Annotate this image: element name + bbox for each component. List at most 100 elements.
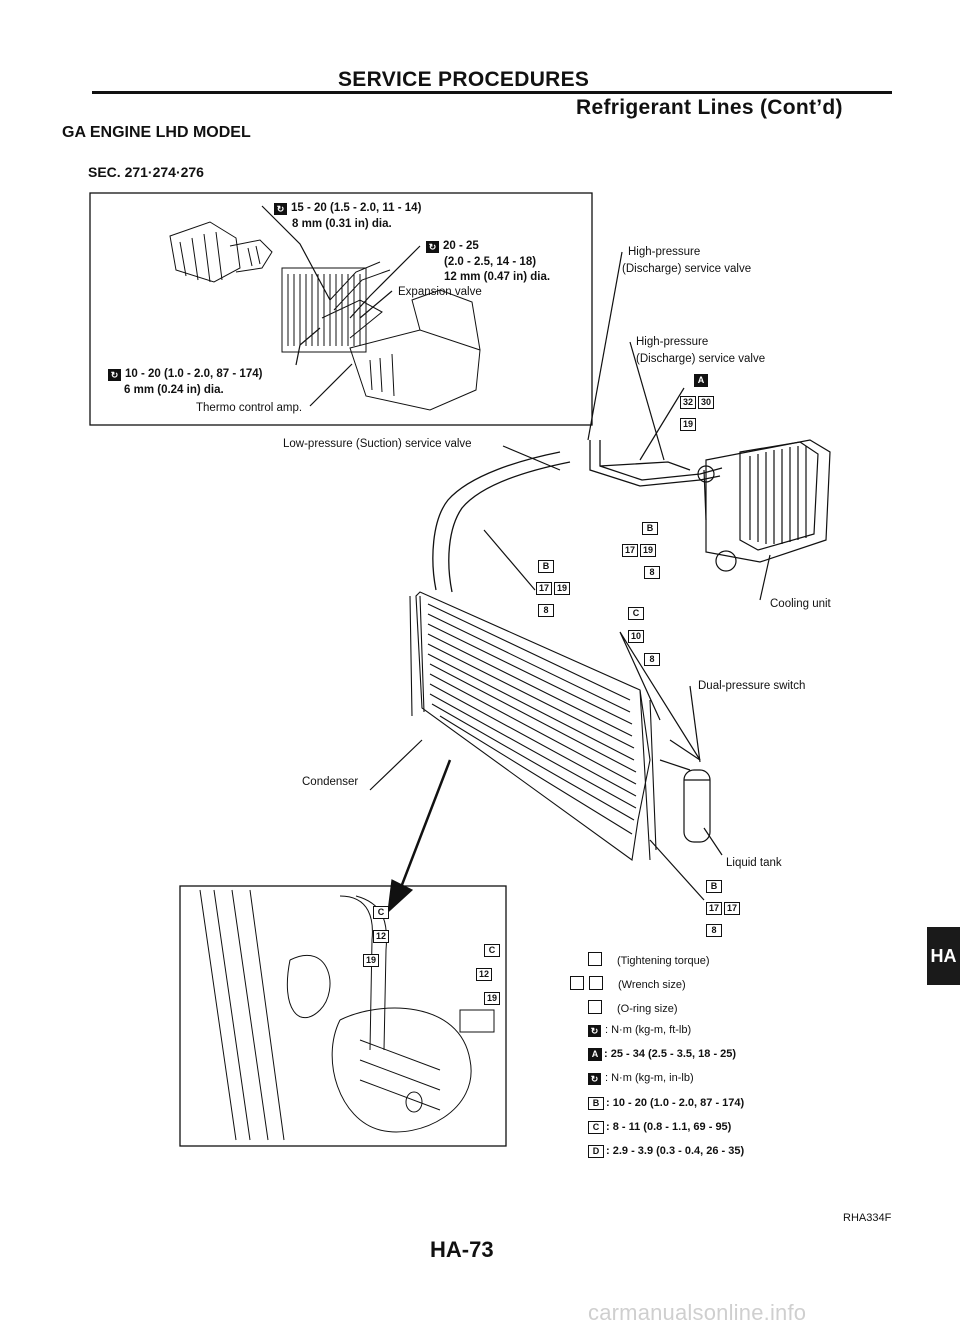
leader-b2 <box>703 469 707 521</box>
lp-service-valve-label: Low-pressure (Suction) service valve <box>283 438 472 450</box>
legend-c: C: 8 - 11 (0.8 - 1.1, 69 - 95) <box>588 1121 731 1134</box>
square-box-icon <box>588 952 602 966</box>
torque-wrench-icon: ↻ <box>588 1073 601 1085</box>
inset-evaporator <box>281 261 391 353</box>
watermark-text: carmanualsonline.info <box>588 1300 807 1325</box>
key-c: C <box>373 906 389 919</box>
key-32: 32 <box>680 396 696 409</box>
subsection-title: Refrigerant Lines (Cont’d) <box>576 96 843 119</box>
refrigerant-pipes <box>432 440 723 593</box>
leader-b1 <box>483 529 536 591</box>
leader-lp <box>502 445 561 471</box>
key-b: B <box>706 880 722 893</box>
legend-d: D: 2.9 - 3.9 (0.3 - 0.4, 26 - 35) <box>588 1145 744 1158</box>
hp-service-valve-label-1: High-pressure <box>628 246 701 258</box>
key-19: 19 <box>484 992 500 1005</box>
key-b: B <box>538 560 554 573</box>
leader-b3 <box>649 839 705 901</box>
key-group-c-detail-2: C 12 19 <box>476 940 514 1006</box>
key-d-icon: D <box>588 1145 604 1158</box>
inset-torque-2: ↻20 - 25 <box>426 240 479 253</box>
key-b-icon: B <box>588 1097 604 1110</box>
legend-nm-ftlb: ↻: N·m (kg-m, ft-lb) <box>588 1024 691 1037</box>
header-rule <box>92 91 892 94</box>
key-8: 8 <box>538 604 554 617</box>
key-19: 19 <box>554 582 570 595</box>
torque-wrench-icon: ↻ <box>108 369 121 381</box>
key-c-icon: C <box>588 1121 604 1134</box>
leader-thermo <box>309 363 353 407</box>
leader-hp-1 <box>587 251 623 441</box>
figure-reference: RHA334F <box>843 1212 892 1224</box>
leader-torque-3 <box>295 327 321 366</box>
key-17: 17 <box>622 544 638 557</box>
leader-torque-2 <box>349 245 421 319</box>
section-reference: SEC. 271·274·276 <box>88 164 204 180</box>
torque-wrench-icon: ↻ <box>274 203 287 215</box>
legend-oring: (O-ring size) <box>588 1000 678 1015</box>
detail-sketch <box>199 889 495 1141</box>
key-17: 17 <box>724 902 740 915</box>
page-number: HA-73 <box>430 1237 494 1262</box>
detail-arrowhead <box>387 879 414 914</box>
key-12: 12 <box>476 968 492 981</box>
key-8: 8 <box>706 924 722 937</box>
leader-expansion-valve <box>359 290 393 319</box>
key-group-c-main: C 10 8 <box>628 603 668 667</box>
square-box-icon <box>570 976 584 990</box>
inset-torque-3-size: 6 mm (0.24 in) dia. <box>124 384 224 396</box>
key-a-icon: A <box>588 1048 602 1061</box>
key-a: A <box>694 374 708 387</box>
cooling-unit-drawing <box>697 439 831 572</box>
key-19: 19 <box>363 954 379 967</box>
inset-torque-1-size: 8 mm (0.31 in) dia. <box>292 218 392 230</box>
dual-pressure-switch-label: Dual-pressure switch <box>698 680 806 692</box>
hp-service-valve-label-1b: (Discharge) service valve <box>622 263 752 275</box>
leader-c <box>619 631 701 761</box>
cooling-unit-label: Cooling unit <box>770 598 831 610</box>
leader-a <box>639 387 685 461</box>
leader-liquid <box>703 827 723 856</box>
key-19: 19 <box>640 544 656 557</box>
model-title: GA ENGINE LHD MODEL <box>62 124 251 141</box>
torque-wrench-icon: ↻ <box>426 241 439 253</box>
legend-b: B: 10 - 20 (1.0 - 2.0, 87 - 174) <box>588 1097 744 1110</box>
inset-heater-sketch <box>169 221 273 283</box>
key-19: 19 <box>680 418 696 431</box>
key-8: 8 <box>644 566 660 579</box>
inset-torque-3: ↻10 - 20 (1.0 - 2.0, 87 - 174) <box>108 368 262 381</box>
key-17: 17 <box>536 582 552 595</box>
square-box-icon <box>589 976 603 990</box>
detail-frame <box>179 885 507 1147</box>
inset-torque-1: ↻15 - 20 (1.5 - 2.0, 11 - 14) <box>274 202 421 215</box>
key-10: 10 <box>628 630 644 643</box>
section-side-tab: HA <box>927 927 960 985</box>
inset-thermo-control: Thermo control amp. <box>196 402 303 414</box>
legend-wrench: (Wrench size) <box>570 976 686 991</box>
liquid-tank-label: Liquid tank <box>726 857 782 869</box>
inset-torque-2-size: 12 mm (0.47 in) dia. <box>444 271 551 283</box>
inset-lower-case <box>349 289 481 411</box>
hp-service-valve-label-2b: (Discharge) service valve <box>636 353 766 365</box>
hp-service-valve-label-2: High-pressure <box>636 336 709 348</box>
legend-tightening: (Tightening torque) <box>588 952 710 967</box>
leader-condenser <box>369 739 423 791</box>
detail-arrow <box>398 759 452 891</box>
leader-cooling <box>759 554 771 601</box>
legend-a: A: 25 - 34 (2.5 - 3.5, 18 - 25) <box>588 1048 736 1061</box>
section-title: SERVICE PROCEDURES <box>338 68 590 91</box>
inset-torque-2-detail: (2.0 - 2.5, 14 - 18) <box>444 256 537 268</box>
leader-torque-1 <box>261 205 331 301</box>
key-c: C <box>484 944 500 957</box>
leader-hp-2 <box>629 341 665 461</box>
liquid-tank-drawing <box>659 739 711 843</box>
condenser-drawing <box>409 591 657 861</box>
key-30: 30 <box>698 396 714 409</box>
key-12: 12 <box>373 930 389 943</box>
leader-dual <box>689 685 701 763</box>
inset-expansion-valve: Expansion valve <box>398 286 482 298</box>
